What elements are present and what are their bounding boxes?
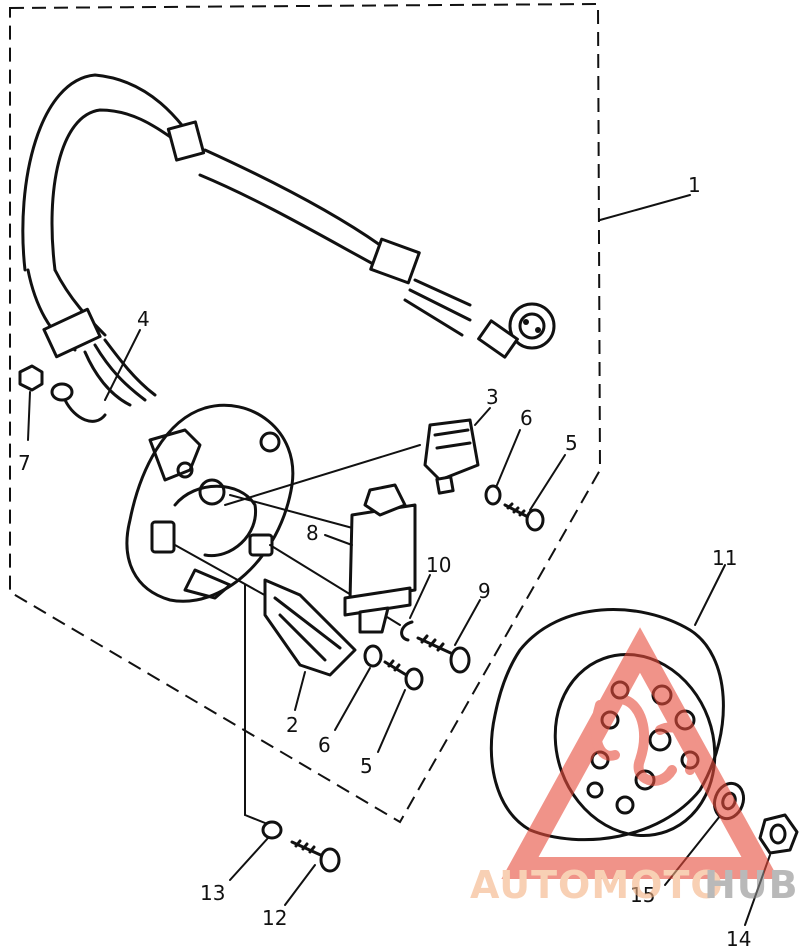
callout-12: 12 [262,906,287,930]
callout-9: 9 [478,579,491,603]
washer-6-lower [363,644,383,668]
assembly-boundary [9,2,602,824]
callout-14: 14 [726,927,751,951]
stator-plate [125,403,295,603]
callout-10: 10 [426,553,451,577]
callout-1: 1 [688,173,701,197]
watermark: AUTOMOTO HUB [470,627,799,907]
watermark-text-hub: HUB [704,863,799,907]
callout-2: 2 [286,713,299,737]
bolt-7 [18,364,44,441]
watermark-triangle [501,627,779,879]
washer-6-upper [484,484,502,506]
callout-8: 8 [306,521,319,545]
watermark-text-auto: AUTOMOTO [470,863,724,907]
callout-3: 3 [486,385,499,409]
watermark-emblem [591,695,698,786]
callout-6-lower: 6 [318,733,331,757]
part-8-coil [343,483,417,634]
callout-11: 11 [712,546,737,570]
screw-12 [290,839,341,873]
wire-harness [21,73,556,407]
callout-5-upper: 5 [565,431,578,455]
callout-13: 13 [200,881,225,905]
screw-5-upper [503,502,545,532]
washer-13 [261,820,283,840]
part-2-bracket [263,578,357,677]
callout-15: 15 [630,883,655,907]
screw-5-lower [383,659,424,691]
clip-10 [400,620,414,642]
callout-6-upper: 6 [520,406,533,430]
callout-5-lower: 5 [360,754,373,778]
bolt-9 [416,634,471,674]
part-3-block [423,418,480,495]
nut-14 [758,813,799,855]
flywheel-11 [489,608,725,842]
callout-4: 4 [137,307,150,331]
cable-clamp [50,382,107,423]
callout-7: 7 [18,451,31,475]
